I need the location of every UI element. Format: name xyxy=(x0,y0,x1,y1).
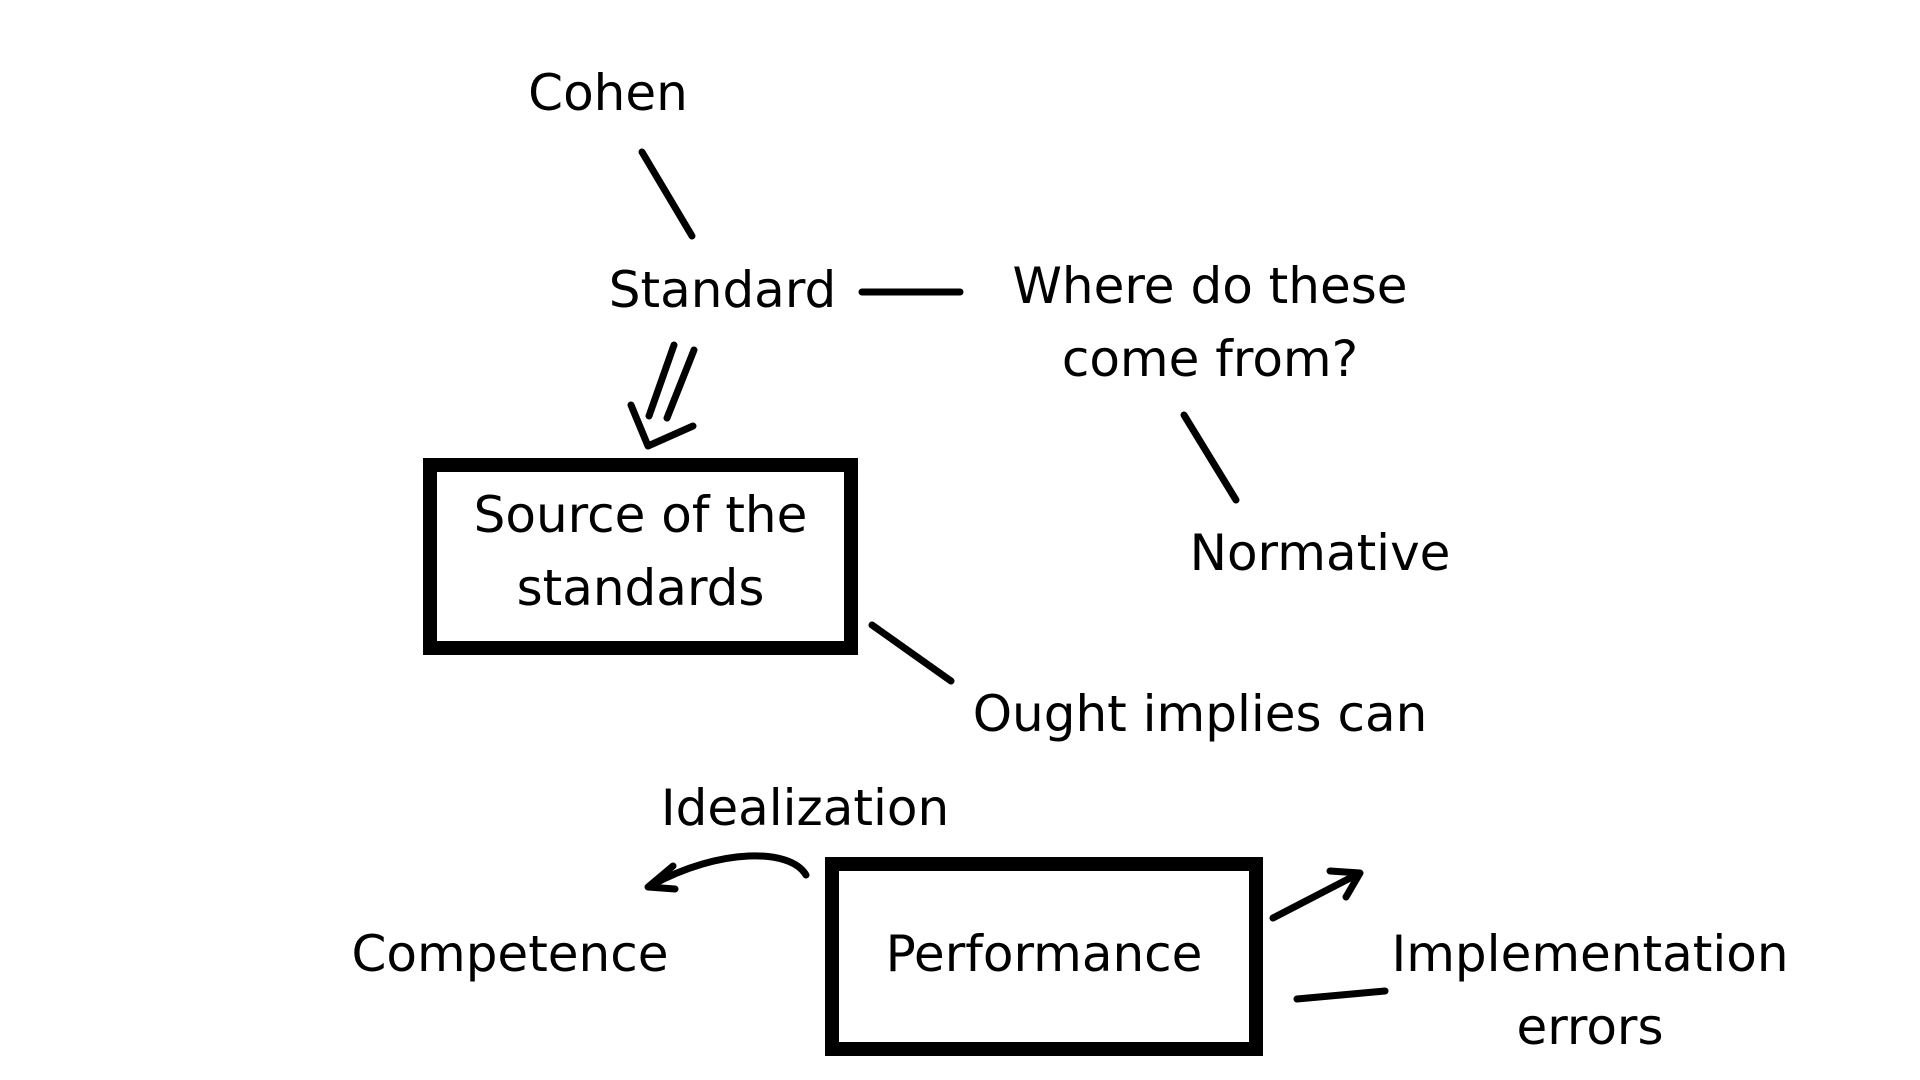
question-label-line1: Where do these xyxy=(1012,257,1408,315)
source-label-line1: Source of the xyxy=(473,486,808,544)
source-of-standards-box xyxy=(423,458,858,655)
question-normative-line xyxy=(1180,411,1240,504)
double-arrow-shaft-left xyxy=(645,341,678,420)
performance-box xyxy=(825,857,1263,1056)
normative-label: Normative xyxy=(1189,524,1451,582)
idealization-label: Idealization xyxy=(660,779,950,837)
double-arrow-head xyxy=(627,401,697,450)
question-label-line2: come from? xyxy=(1061,330,1359,388)
performance-label: Performance xyxy=(885,925,1203,983)
source-label-line2: standards xyxy=(516,559,765,617)
double-arrow-shaft-right xyxy=(663,346,698,422)
errors-line xyxy=(1293,987,1389,1003)
source-ought-line xyxy=(868,621,955,685)
performance-arrow-shaft xyxy=(1269,871,1360,922)
implementation-errors-label-line1: Implementation xyxy=(1391,925,1789,983)
cohen-label: Cohen xyxy=(528,64,688,122)
idealization-arrow-head xyxy=(644,862,679,893)
standard-label: Standard xyxy=(608,261,837,319)
cohen-standard-line xyxy=(638,148,696,240)
implementation-errors-label-line2: errors xyxy=(1516,998,1664,1056)
performance-arrow-head xyxy=(1326,867,1364,901)
idealization-arrow-curve xyxy=(648,852,810,889)
competence-label: Competence xyxy=(351,925,669,983)
ought-implies-can-label: Ought implies can xyxy=(972,685,1428,743)
